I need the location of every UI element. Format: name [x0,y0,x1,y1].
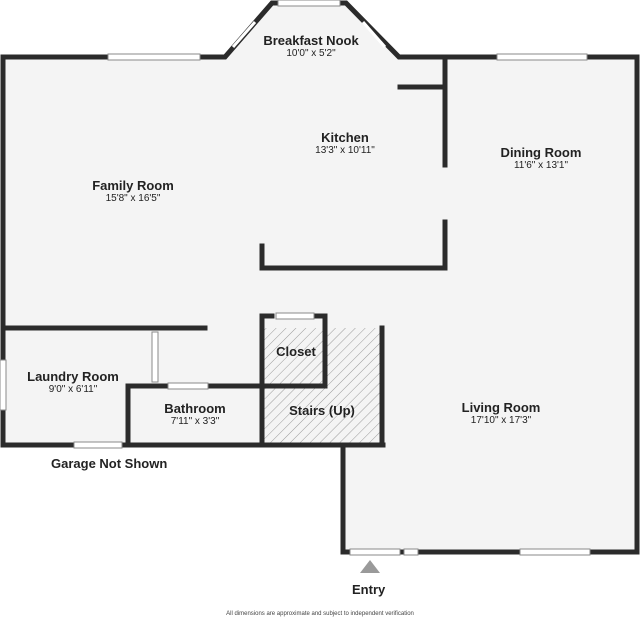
room-name: Kitchen [321,130,369,145]
room-dimensions: 9'0" x 6'11" [48,384,98,395]
window [403,548,419,556]
room-dimensions: 10'0" x 5'2" [286,48,336,59]
room-dimensions: 13'3" x 10'11" [315,145,375,156]
room-dimensions: 17'10" x 17'3" [470,415,532,426]
room-dimensions: 15'8" x 16'5" [105,193,161,204]
wall-bathroom [125,383,170,448]
bay-window-left [231,21,257,48]
room-name: Bathroom [164,401,226,416]
window [277,0,341,7]
garage-note: Garage Not Shown [51,456,168,471]
room-name: Closet [276,344,316,359]
room-name: Living Room [461,400,541,415]
window [496,53,588,61]
bay-windows [231,21,387,48]
room-name: Dining Room [500,145,582,160]
room-laundry-room: Laundry Room 9'0" x 6'11" [27,369,119,396]
room-family-room: Family Room 15'8" x 16'5" [92,178,174,205]
window [167,382,209,390]
room-bathroom: Bathroom 7'11" x 3'3" [164,401,225,428]
room-name: Laundry Room [27,369,119,384]
walls [0,0,640,555]
room-name: Family Room [92,178,174,193]
room-dimensions: 11'6" x 13'1" [513,160,569,171]
room-dimensions: 7'11" x 3'3" [170,416,220,427]
window [151,331,159,383]
entry-arrow-icon [360,560,380,573]
window [349,548,401,556]
windows [0,0,591,556]
floor-area [3,3,637,552]
room-stairs: Stairs (Up) [289,403,355,418]
window [275,312,315,320]
bay-window-right [361,21,387,48]
window [519,548,591,556]
room-living-room: Living Room 17'10" x 17'3" [462,400,541,427]
room-dining-room: Dining Room 11'6" x 13'1" [501,145,582,172]
room-name: Breakfast Nook [263,33,359,48]
entry-label: Entry [352,582,386,597]
room-breakfast-nook: Breakfast Nook 10'0" x 5'2" [263,33,358,60]
wall-bathroom-top [207,313,328,389]
disclaimer: All dimensions are approximate and subje… [226,611,414,617]
room-name: Stairs (Up) [289,403,355,418]
wall-island [259,219,448,271]
window [0,359,7,411]
window [73,441,123,449]
window [107,53,201,61]
wall-closet [259,313,275,448]
room-kitchen: Kitchen 13'3" x 10'11" [315,130,375,157]
room-closet: Closet [276,344,316,359]
